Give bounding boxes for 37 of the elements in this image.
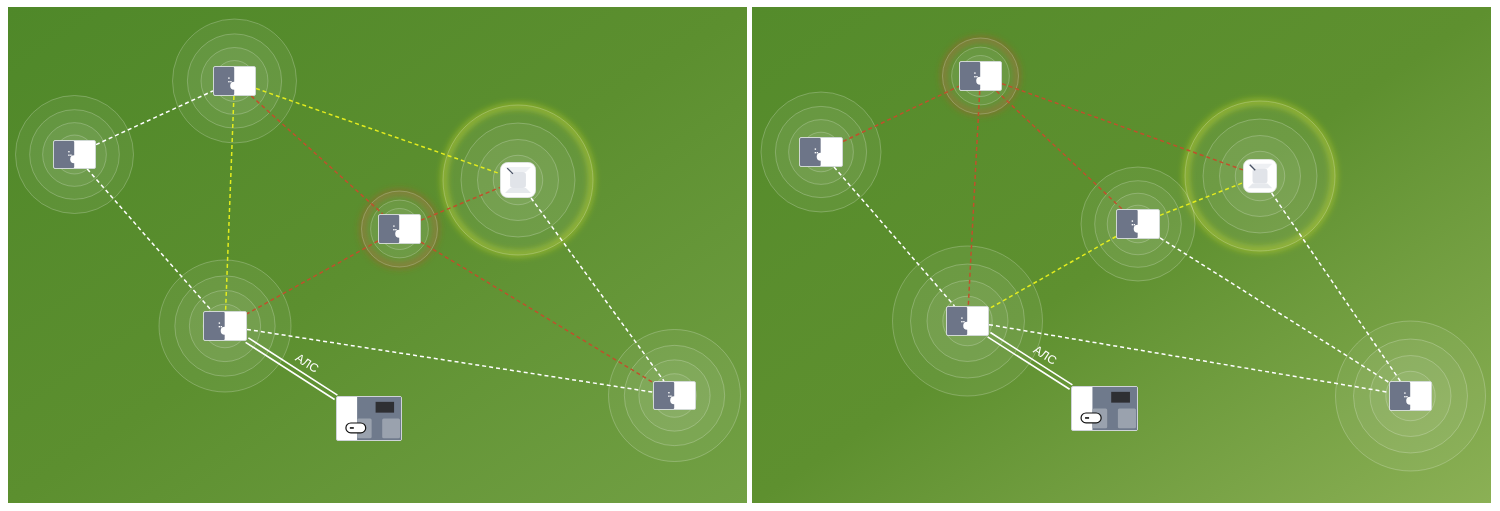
control-panel <box>336 396 402 441</box>
wireless-device <box>653 381 696 410</box>
dashed-link-line <box>1159 237 1390 384</box>
dashed-link-line <box>530 197 665 382</box>
dashed-link-line <box>246 328 654 393</box>
control-panel <box>1071 386 1138 431</box>
double-line-connector <box>244 337 339 401</box>
dashed-link-line <box>1159 181 1244 217</box>
wireless-device <box>213 66 256 96</box>
dashed-link-line <box>246 240 379 315</box>
edge-label: АЛС <box>1031 343 1060 368</box>
ceiling-detector <box>1243 159 1277 193</box>
dashed-link-line <box>833 166 956 307</box>
ceiling-detector <box>500 162 536 198</box>
dashed-link-line <box>967 90 981 307</box>
dashed-link-line <box>95 90 214 146</box>
wireless-device <box>1389 381 1432 411</box>
dashed-link-line <box>86 168 213 312</box>
wireless-device <box>1116 209 1160 239</box>
dashed-link-line <box>988 235 1117 310</box>
double-line-connector <box>986 331 1074 391</box>
wireless-device <box>53 140 96 169</box>
dashed-link-line <box>995 90 1123 210</box>
dashed-link-line <box>250 95 384 215</box>
dashed-link-line <box>420 241 654 384</box>
wireless-device <box>799 137 843 167</box>
wireless-device <box>946 306 989 336</box>
dashed-link-line <box>224 95 235 312</box>
wireless-device <box>203 311 247 341</box>
wireless-device <box>378 214 421 244</box>
wireless-device <box>959 61 1002 91</box>
dashed-link-line <box>842 85 960 143</box>
dashed-link-line <box>1001 82 1244 171</box>
dashed-link-line <box>420 186 501 221</box>
dashed-link-line <box>1270 192 1401 382</box>
dashed-link-line <box>255 87 501 175</box>
edge-label: АЛС <box>293 351 321 375</box>
